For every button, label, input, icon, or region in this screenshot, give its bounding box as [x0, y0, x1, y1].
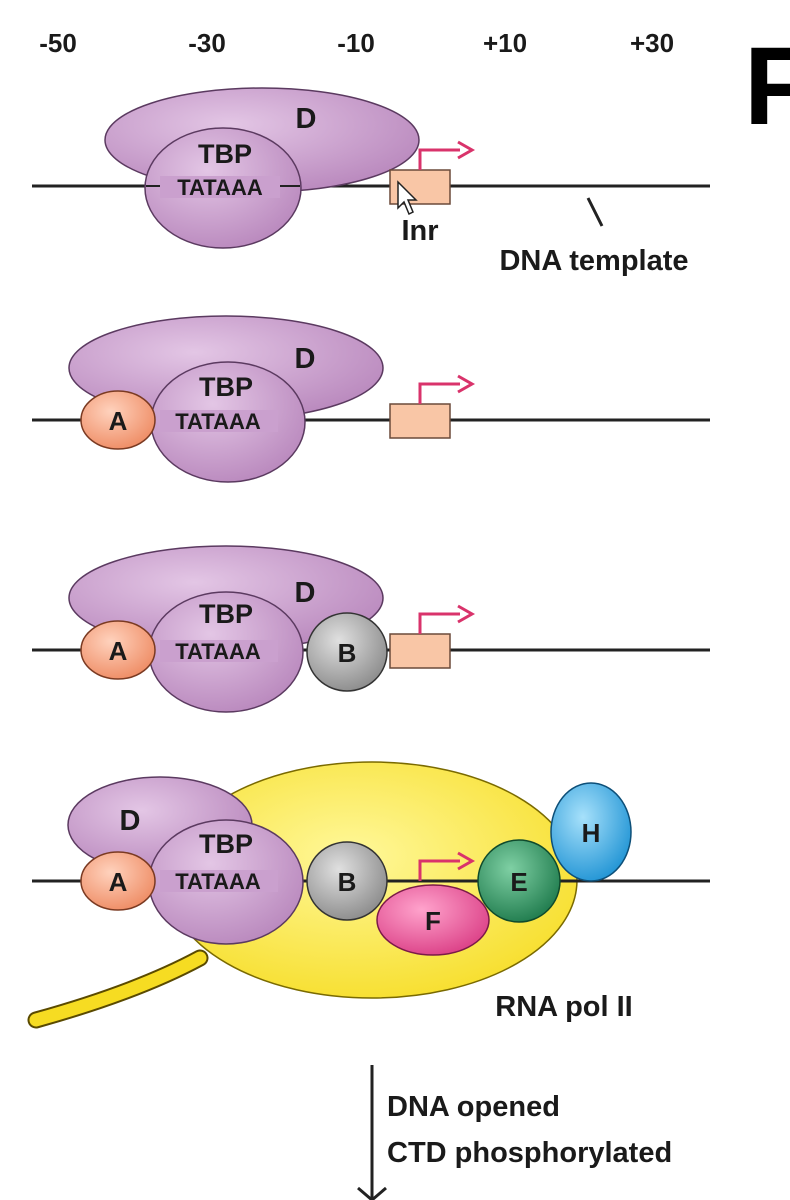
tfiif-protein [376, 884, 490, 956]
tbp-label: TBP [199, 829, 253, 859]
tfiia-protein [80, 390, 156, 450]
tata-label: TATAAA [175, 409, 261, 434]
ctd-tail [29, 951, 207, 1027]
tfiid-label: D [295, 343, 316, 375]
dna-template-pointer [586, 197, 604, 227]
inr-label: Inr [401, 215, 438, 247]
cursor-pointer-icon [397, 180, 418, 216]
axis-tick: -30 [188, 28, 226, 58]
rna-pol-ii-label: RNA pol II [495, 991, 632, 1023]
axis-tick: -10 [337, 28, 375, 58]
tbp-label: TBP [198, 139, 252, 169]
transcription-start-arrow [418, 148, 460, 170]
arrowhead-icon [457, 374, 476, 394]
step-3-tfiib-binding: A B D TBP TATAAA [32, 545, 710, 713]
step-2-tfiia-binding: A D TBP TATAAA [32, 315, 710, 483]
inr-box [389, 403, 451, 439]
axis-tick: -50 [39, 28, 77, 58]
tfiib-label: B [338, 867, 357, 897]
arrowhead-icon [457, 851, 476, 871]
transcription-start-arrow [418, 859, 460, 881]
transcription-start-arrow [418, 612, 460, 634]
tfiib-label: B [338, 638, 357, 668]
step-1-tfiid-binding: D TBP TATAAA Inr DNA template [32, 87, 710, 277]
tfiib-protein [306, 841, 388, 921]
dna-template-label: DNA template [499, 245, 688, 277]
tata-label: TATAAA [175, 639, 261, 664]
arrowhead-icon [457, 140, 476, 160]
tfiif-label: F [425, 906, 441, 936]
step-4-preinitiation-complex: A D TBP TATAAA B F E H RNA pol II [27, 761, 710, 1029]
tfiih-protein [550, 782, 632, 882]
arrowhead-icon [457, 604, 476, 624]
arrow-down-icon [357, 1186, 387, 1200]
tata-label: TATAAA [177, 175, 263, 200]
tfiie-protein [477, 839, 561, 923]
tbp-label: TBP [199, 372, 253, 402]
axis-tick: +10 [483, 28, 527, 58]
tfiia-protein [80, 620, 156, 680]
step-caption-line1: DNA opened [387, 1091, 560, 1123]
step-transition: DNA opened CTD phosphorylated [357, 1065, 672, 1200]
tata-label: TATAAA [175, 869, 261, 894]
tata-box [160, 640, 278, 662]
tata-box [160, 176, 280, 198]
tata-box [160, 870, 278, 892]
tfiib-protein [306, 612, 388, 692]
tfiie-label: E [510, 867, 527, 897]
tfiia-label: A [109, 636, 128, 666]
panel-letter: F [744, 25, 790, 148]
tfiid-label: D [295, 577, 316, 609]
axis-tick: +30 [630, 28, 674, 58]
tfiia-label: A [109, 406, 128, 436]
tfiid-label: D [296, 103, 317, 135]
position-axis: -50 -30 -10 +10 +30 [39, 28, 674, 58]
tfiid-label: D [120, 805, 141, 837]
tfiih-label: H [582, 818, 601, 848]
step-caption-line2: CTD phosphorylated [387, 1137, 672, 1169]
tfiia-protein [80, 851, 156, 911]
transcription-start-arrow [418, 382, 460, 404]
tfiia-label: A [109, 867, 128, 897]
inr-box [389, 633, 451, 669]
tbp-label: TBP [199, 599, 253, 629]
tata-box [160, 410, 278, 432]
